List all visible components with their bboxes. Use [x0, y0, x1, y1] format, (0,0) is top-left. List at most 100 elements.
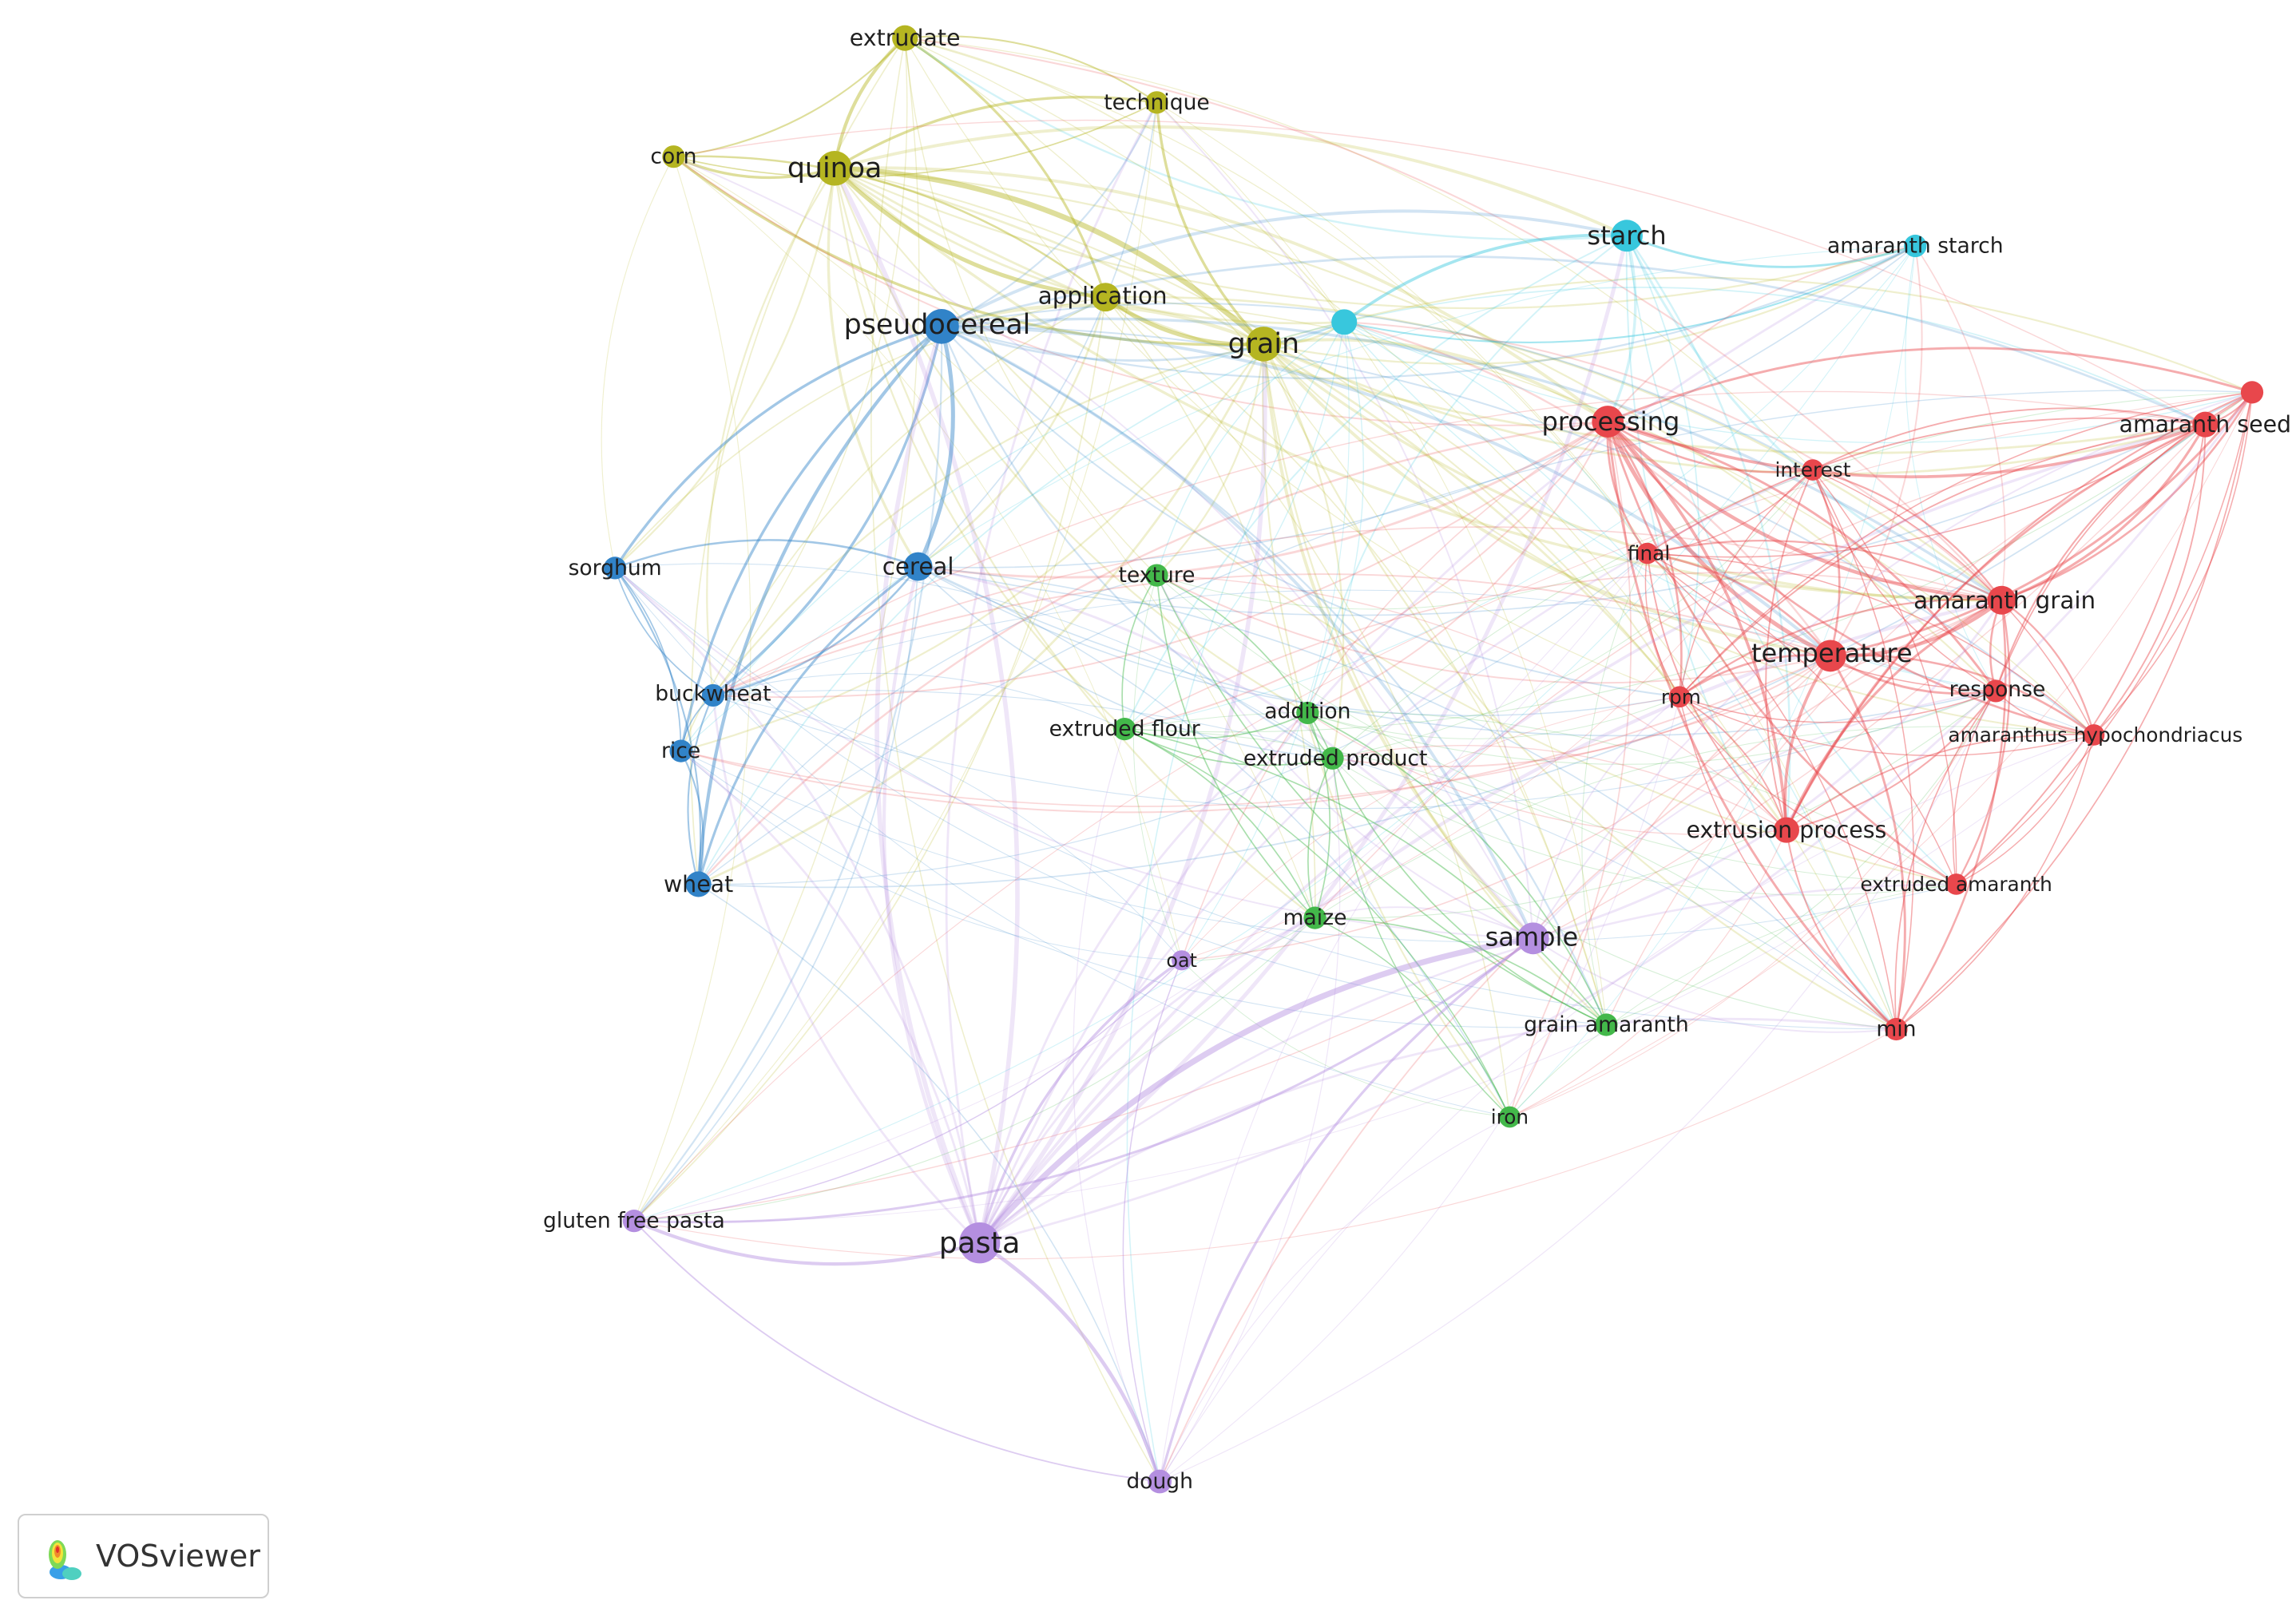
- network-link: [1121, 575, 1158, 730]
- label-oat: oat: [1166, 949, 1197, 972]
- network-link: [978, 235, 1629, 1245]
- node-dough[interactable]: [1148, 1469, 1172, 1494]
- network-link: [1606, 421, 1957, 885]
- node-cyan-node[interactable]: [1331, 309, 1358, 335]
- network-link: [1956, 735, 2095, 885]
- node-pseudocereal[interactable]: [924, 309, 959, 344]
- node-amaranth-grain[interactable]: [1987, 585, 2016, 615]
- label-gluten-free-pasta: gluten free pasta: [543, 1209, 725, 1234]
- network-link: [904, 37, 1628, 241]
- node-corn[interactable]: [662, 145, 685, 168]
- label-cereal: cereal: [882, 553, 954, 580]
- network-link: [977, 343, 1267, 1245]
- network-link: [904, 37, 2003, 601]
- network-link: [827, 168, 920, 568]
- network-link: [941, 321, 1345, 362]
- node-processing[interactable]: [1592, 406, 1624, 438]
- network-link: [1606, 420, 1788, 830]
- network-link: [633, 424, 2206, 1222]
- node-sample[interactable]: [1517, 922, 1549, 955]
- network-link: [680, 751, 1957, 943]
- network-link: [1307, 235, 1628, 714]
- network-link: [712, 690, 1997, 810]
- network-link: [1159, 696, 1680, 1482]
- node-starch[interactable]: [1611, 220, 1643, 252]
- node-oat[interactable]: [1172, 950, 1192, 971]
- network-link: [1812, 469, 1914, 1030]
- network-link: [1263, 276, 2253, 394]
- node-amaranth-starch[interactable]: [1904, 234, 1927, 258]
- label-interest: interest: [1775, 458, 1850, 481]
- network-link: [1124, 391, 2253, 733]
- network-link: [918, 565, 1511, 1118]
- label-amaranthus-hypochondriacus: amaranthus hypochondriacus: [1948, 723, 2242, 747]
- node-rpm[interactable]: [1668, 686, 1691, 708]
- node-application[interactable]: [1091, 283, 1120, 312]
- network-link: [1644, 553, 1680, 698]
- network-link: [978, 423, 2206, 1244]
- node-grain[interactable]: [1246, 327, 1282, 362]
- network-link: [633, 1220, 1160, 1483]
- node-final[interactable]: [1636, 542, 1659, 564]
- network-link: [1156, 574, 1831, 684]
- network-link: [614, 567, 981, 1243]
- label-addition: addition: [1264, 699, 1350, 724]
- node-sorghum[interactable]: [603, 556, 627, 580]
- node-quinoa[interactable]: [817, 151, 852, 186]
- node-pasta[interactable]: [958, 1222, 1001, 1264]
- network-link: [1606, 421, 1648, 554]
- node-grain-amaranth[interactable]: [1595, 1013, 1618, 1036]
- node-rice[interactable]: [669, 739, 692, 762]
- network-link: [1626, 236, 1957, 885]
- node-extrusion-process[interactable]: [1773, 817, 1799, 843]
- network-link: [1104, 296, 1608, 1025]
- node-gluten-free-pasta[interactable]: [622, 1210, 646, 1233]
- network-link: [941, 295, 1107, 332]
- network-link: [1895, 735, 2095, 1030]
- network-link: [1307, 712, 1331, 918]
- network-link: [633, 102, 1158, 1222]
- network-link: [1263, 343, 2095, 736]
- network-link: [1679, 695, 1787, 830]
- label-application: application: [1038, 282, 1168, 309]
- node-buckwheat[interactable]: [701, 683, 725, 707]
- label-rice: rice: [661, 739, 700, 763]
- node-iron[interactable]: [1499, 1106, 1521, 1128]
- node-extruded-amaranth[interactable]: [1945, 873, 1967, 895]
- network-link: [633, 391, 2253, 1222]
- network-link: [1315, 917, 1511, 1118]
- node-technique[interactable]: [1145, 91, 1168, 114]
- network-link: [834, 167, 2206, 454]
- network-link: [941, 101, 1158, 327]
- node-maize[interactable]: [1303, 906, 1326, 929]
- node-response[interactable]: [1985, 679, 2008, 703]
- node-amaranthus-hypochondriacus[interactable]: [2083, 724, 2105, 746]
- node-cereal[interactable]: [903, 552, 933, 581]
- label-amaranth-starch: amaranth starch: [1827, 234, 2004, 259]
- network-link: [697, 420, 1608, 885]
- label-grain-amaranth: grain amaranth: [1524, 1012, 1689, 1037]
- node-extrudate[interactable]: [892, 25, 918, 51]
- node-temperature[interactable]: [1814, 640, 1846, 672]
- node-extruded-product[interactable]: [1321, 747, 1344, 770]
- node-addition[interactable]: [1296, 701, 1319, 725]
- node-wheat[interactable]: [685, 871, 712, 897]
- node-interest[interactable]: [1802, 459, 1824, 481]
- node-amaranth-seed[interactable]: [2192, 411, 2219, 438]
- network-link: [1679, 391, 2253, 698]
- network-link: [1785, 830, 1897, 1030]
- node-texture[interactable]: [1145, 564, 1168, 587]
- network-link: [1332, 469, 1814, 759]
- network-link: [977, 935, 1534, 1246]
- label-grain: grain: [1228, 328, 1300, 360]
- node-red-dot[interactable]: [2240, 381, 2264, 404]
- node-extruded-flour[interactable]: [1113, 717, 1136, 741]
- network-link: [697, 565, 919, 885]
- network-link: [1315, 917, 1607, 1026]
- network-link: [941, 324, 1832, 657]
- node-min[interactable]: [1885, 1017, 1908, 1041]
- network-link: [1956, 392, 2253, 885]
- network-link: [1124, 728, 1897, 1030]
- label-temperature: temperature: [1751, 638, 1913, 668]
- network-link: [1263, 338, 1609, 423]
